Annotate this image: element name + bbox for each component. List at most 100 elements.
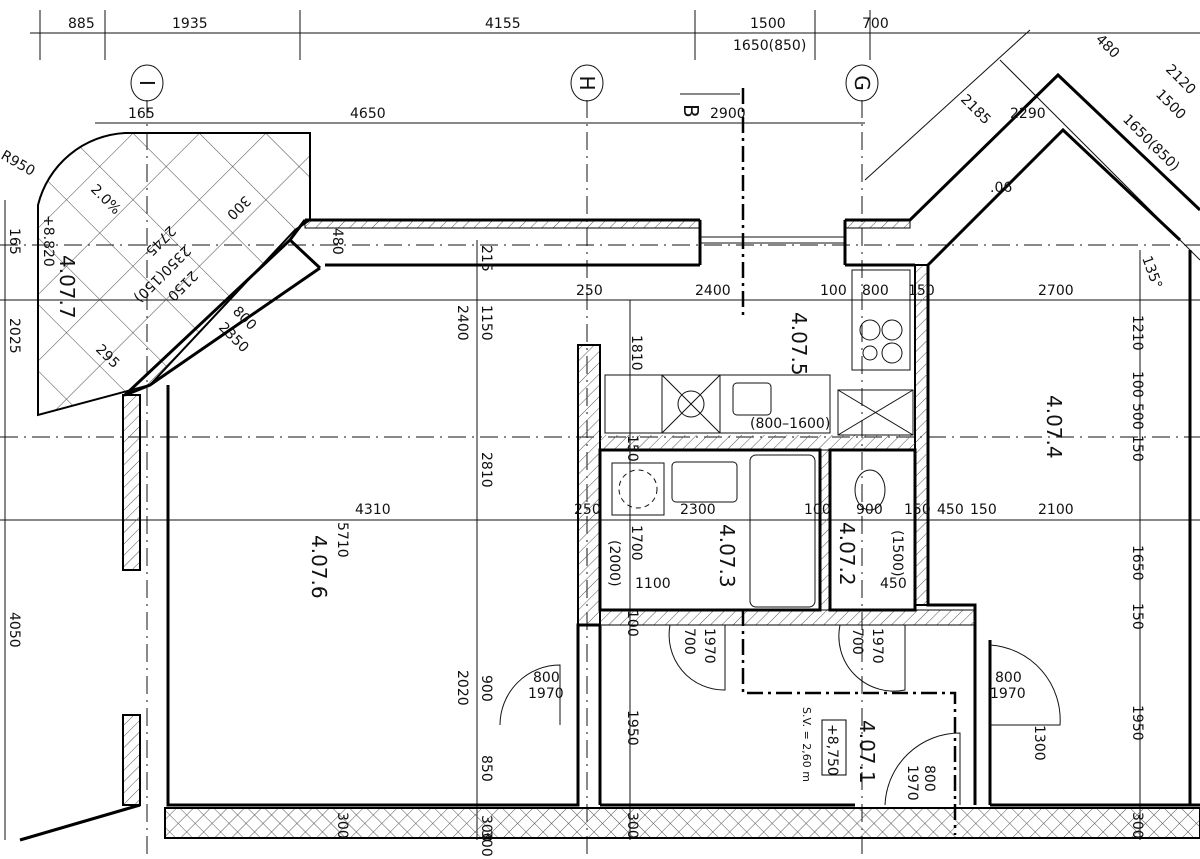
bathroom-fixtures (598, 448, 917, 612)
svg-text:165: 165 (128, 106, 155, 122)
svg-text:1935: 1935 (172, 16, 208, 32)
svg-text:150: 150 (908, 283, 935, 299)
svg-text:800: 800 (995, 670, 1022, 686)
svg-text:R950: R950 (0, 148, 38, 180)
doors (499, 624, 1061, 806)
walls (19, 72, 1200, 842)
svg-text:4050: 4050 (6, 612, 22, 648)
room-labels: 4.07.7 4.07.6 4.07.5 4.07.3 4.07.2 4.07.… (55, 255, 1066, 784)
svg-text:1970: 1970 (528, 686, 564, 702)
svg-text:(1500): (1500) (889, 530, 905, 577)
svg-text:G: G (850, 75, 874, 91)
svg-text:800: 800 (921, 765, 937, 792)
svg-text:300: 300 (478, 830, 494, 857)
svg-text:135°: 135° (1138, 254, 1165, 291)
svg-text:900: 900 (478, 675, 494, 702)
svg-text:1300: 1300 (1031, 725, 1047, 761)
svg-text:250: 250 (574, 502, 601, 518)
svg-text:(800–1600): (800–1600) (750, 416, 830, 432)
svg-text:1950: 1950 (1129, 705, 1145, 741)
svg-text:1500: 1500 (750, 16, 786, 32)
svg-text:.06: .06 (990, 180, 1012, 196)
svg-text:800: 800 (862, 283, 889, 299)
svg-text:480: 480 (329, 228, 345, 255)
section-line-b: B (679, 88, 745, 320)
svg-text:150: 150 (624, 435, 640, 462)
svg-text:2900: 2900 (710, 106, 746, 122)
svg-text:2300: 2300 (680, 502, 716, 518)
svg-text:700: 700 (681, 628, 697, 655)
svg-text:H: H (575, 75, 599, 90)
svg-text:B: B (679, 104, 703, 118)
svg-text:100: 100 (1129, 371, 1145, 398)
svg-text:4310: 4310 (355, 502, 391, 518)
elevation-label: +8,750 (824, 724, 840, 776)
svg-text:2100: 2100 (1038, 502, 1074, 518)
svg-text:700: 700 (862, 16, 889, 32)
svg-text:450: 450 (937, 502, 964, 518)
grid-axis-G: G (845, 64, 879, 102)
balcony (37, 132, 311, 417)
svg-text:300: 300 (624, 812, 640, 839)
svg-text:2185: 2185 (957, 92, 994, 129)
svg-text:700: 700 (849, 628, 865, 655)
svg-text:300: 300 (478, 815, 494, 842)
svg-text:500: 500 (1129, 403, 1145, 430)
grid-axis-I: I (130, 64, 164, 102)
svg-text:+8.820: +8.820 (40, 215, 56, 267)
svg-text:150: 150 (1129, 603, 1145, 630)
svg-text:2400: 2400 (695, 283, 731, 299)
svg-text:1650: 1650 (1129, 545, 1145, 581)
svg-text:4650: 4650 (350, 106, 386, 122)
svg-text:300: 300 (1129, 812, 1145, 839)
svg-text:2400: 2400 (454, 305, 470, 341)
svg-text:900: 900 (856, 502, 883, 518)
entry-boundary (741, 610, 957, 835)
svg-text:1100: 1100 (635, 576, 671, 592)
svg-text:1650(850): 1650(850) (733, 38, 806, 54)
kitchen-counter (604, 269, 914, 436)
svg-text:150: 150 (1129, 435, 1145, 462)
room-4-07-2: 4.07.2 (835, 522, 859, 586)
room-4-07-4: 4.07.4 (1042, 395, 1066, 459)
room-4-07-5: 4.07.5 (787, 312, 811, 376)
ceiling-height-label: S.V. = 2,60 m (800, 707, 813, 782)
svg-text:150: 150 (904, 502, 931, 518)
svg-text:1970: 1970 (904, 765, 920, 801)
svg-text:100: 100 (820, 283, 847, 299)
svg-text:1810: 1810 (628, 335, 644, 371)
svg-text:2700: 2700 (1038, 283, 1074, 299)
svg-text:1970: 1970 (701, 628, 717, 664)
svg-text:4155: 4155 (485, 16, 521, 32)
svg-text:215: 215 (478, 245, 494, 272)
svg-text:100: 100 (624, 610, 640, 637)
svg-text:1970: 1970 (990, 686, 1026, 702)
svg-text:850: 850 (478, 755, 494, 782)
grid-axis-H: H (570, 64, 604, 102)
svg-text:2810: 2810 (478, 452, 494, 488)
svg-text:480: 480 (1092, 32, 1122, 62)
svg-text:165: 165 (6, 228, 22, 255)
room-4-07-6: 4.07.6 (307, 535, 331, 599)
room-4-07-1: 4.07.1 (855, 720, 879, 784)
svg-text:1700: 1700 (628, 525, 644, 561)
svg-text:150: 150 (970, 502, 997, 518)
svg-text:300: 300 (334, 812, 350, 839)
svg-text:100: 100 (804, 502, 831, 518)
svg-text:2020: 2020 (454, 670, 470, 706)
svg-text:1210: 1210 (1129, 315, 1145, 351)
room-4-07-7: 4.07.7 (55, 255, 79, 319)
svg-text:5710: 5710 (334, 522, 350, 558)
svg-text:450: 450 (880, 576, 907, 592)
svg-text:2290: 2290 (1010, 106, 1046, 122)
room-4-07-3: 4.07.3 (715, 524, 739, 588)
svg-text:1970: 1970 (869, 628, 885, 664)
svg-text:1950: 1950 (624, 710, 640, 746)
entry-info: +8,750 S.V. = 2,60 m (800, 707, 847, 782)
svg-text:250: 250 (576, 283, 603, 299)
svg-text:1150: 1150 (478, 305, 494, 341)
svg-text:I: I (135, 80, 159, 86)
svg-text:800: 800 (533, 670, 560, 686)
svg-text:(2000): (2000) (606, 540, 622, 587)
